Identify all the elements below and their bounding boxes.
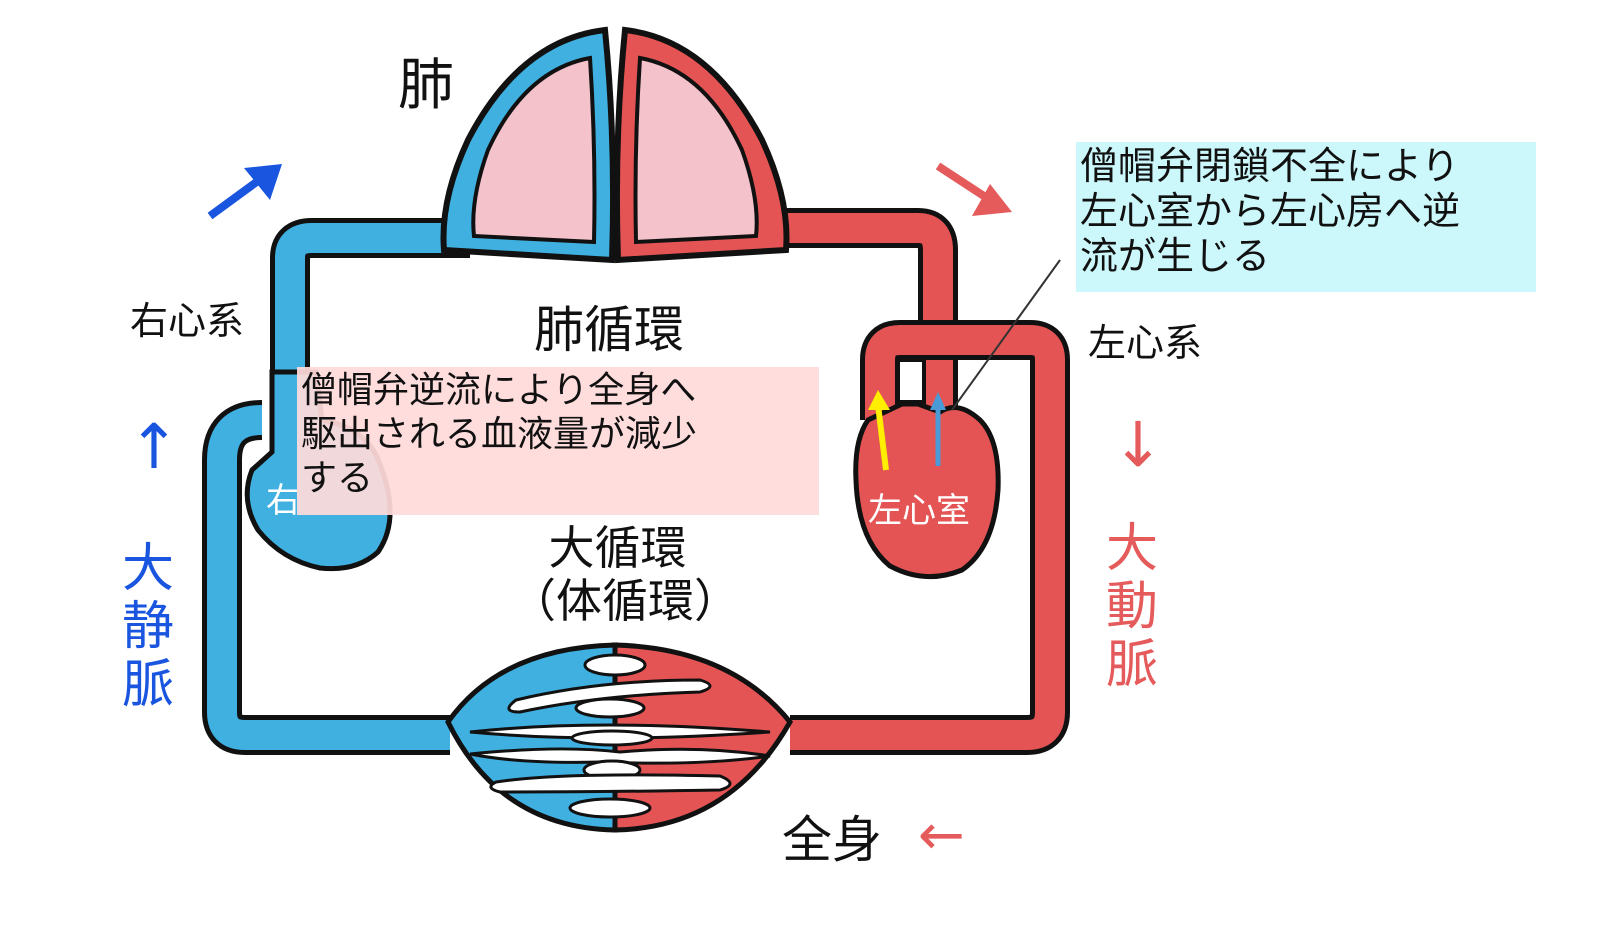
left-ventricle-label: 左心室 — [868, 491, 970, 531]
down-arrow-icon: ↓ — [1112, 408, 1164, 481]
arrow-from-lung-red-head — [972, 184, 1012, 216]
mitral-insufficiency-callout: 僧帽弁閉鎖不全により 左心室から左心房へ逆 流が生じる — [1076, 142, 1536, 292]
regurgitation-effect-callout: 僧帽弁逆流により全身へ 駆出される血液量が減少 する — [297, 367, 819, 515]
callout-line: 駆出される血液量が減少 — [301, 413, 698, 455]
arrow-to-lung-blue — [207, 174, 265, 220]
systemic-circulation-line-2: （体循環） — [510, 573, 740, 628]
arrow-to-lung-blue-head — [244, 164, 282, 200]
vena-cava-char: 静 — [121, 597, 174, 658]
left-system-label: 左心系 — [1088, 321, 1203, 365]
aorta-label: 大 動 脈 — [1102, 520, 1162, 695]
callout-line: 僧帽弁閉鎖不全により — [1080, 144, 1460, 188]
aorta-char: 脈 — [1105, 635, 1158, 696]
arrow-from-lung-red — [935, 162, 993, 204]
left-arrow-icon: ← — [918, 803, 965, 868]
systemic-circulation-line-1: 大循環 — [548, 521, 687, 575]
pulmonary-artery-vessel — [270, 218, 470, 380]
up-arrow-icon: ↑ — [128, 410, 180, 483]
callout-line: 流が生じる — [1080, 233, 1271, 278]
vena-cava-char: 大 — [121, 539, 174, 599]
vena-cava-char: 脈 — [121, 655, 174, 716]
capillary-bed — [445, 642, 794, 833]
whole-body-label: 全身 — [782, 811, 882, 869]
left-heart — [853, 401, 1001, 580]
vena-cava-label: 大 静 脈 — [118, 540, 178, 715]
callout-line: する — [301, 457, 374, 499]
aorta-char: 動 — [1105, 577, 1158, 638]
right-heart-label: 右 — [266, 481, 300, 521]
callout-line: 左心室から左心房へ逆 — [1080, 188, 1461, 233]
aorta-char: 大 — [1105, 519, 1158, 579]
callout-leader-line — [951, 259, 1061, 411]
regurgitation-arrow — [875, 404, 889, 471]
systemic-circulation-label: 大循環 （体循環） — [510, 521, 740, 628]
lungs — [440, 26, 790, 264]
right-system-label: 右心系 — [130, 299, 245, 343]
pulmonary-circulation-label: 肺循環 — [534, 301, 684, 359]
callout-line: 僧帽弁逆流により全身へ — [301, 370, 697, 411]
lung-label: 肺 — [398, 53, 454, 118]
